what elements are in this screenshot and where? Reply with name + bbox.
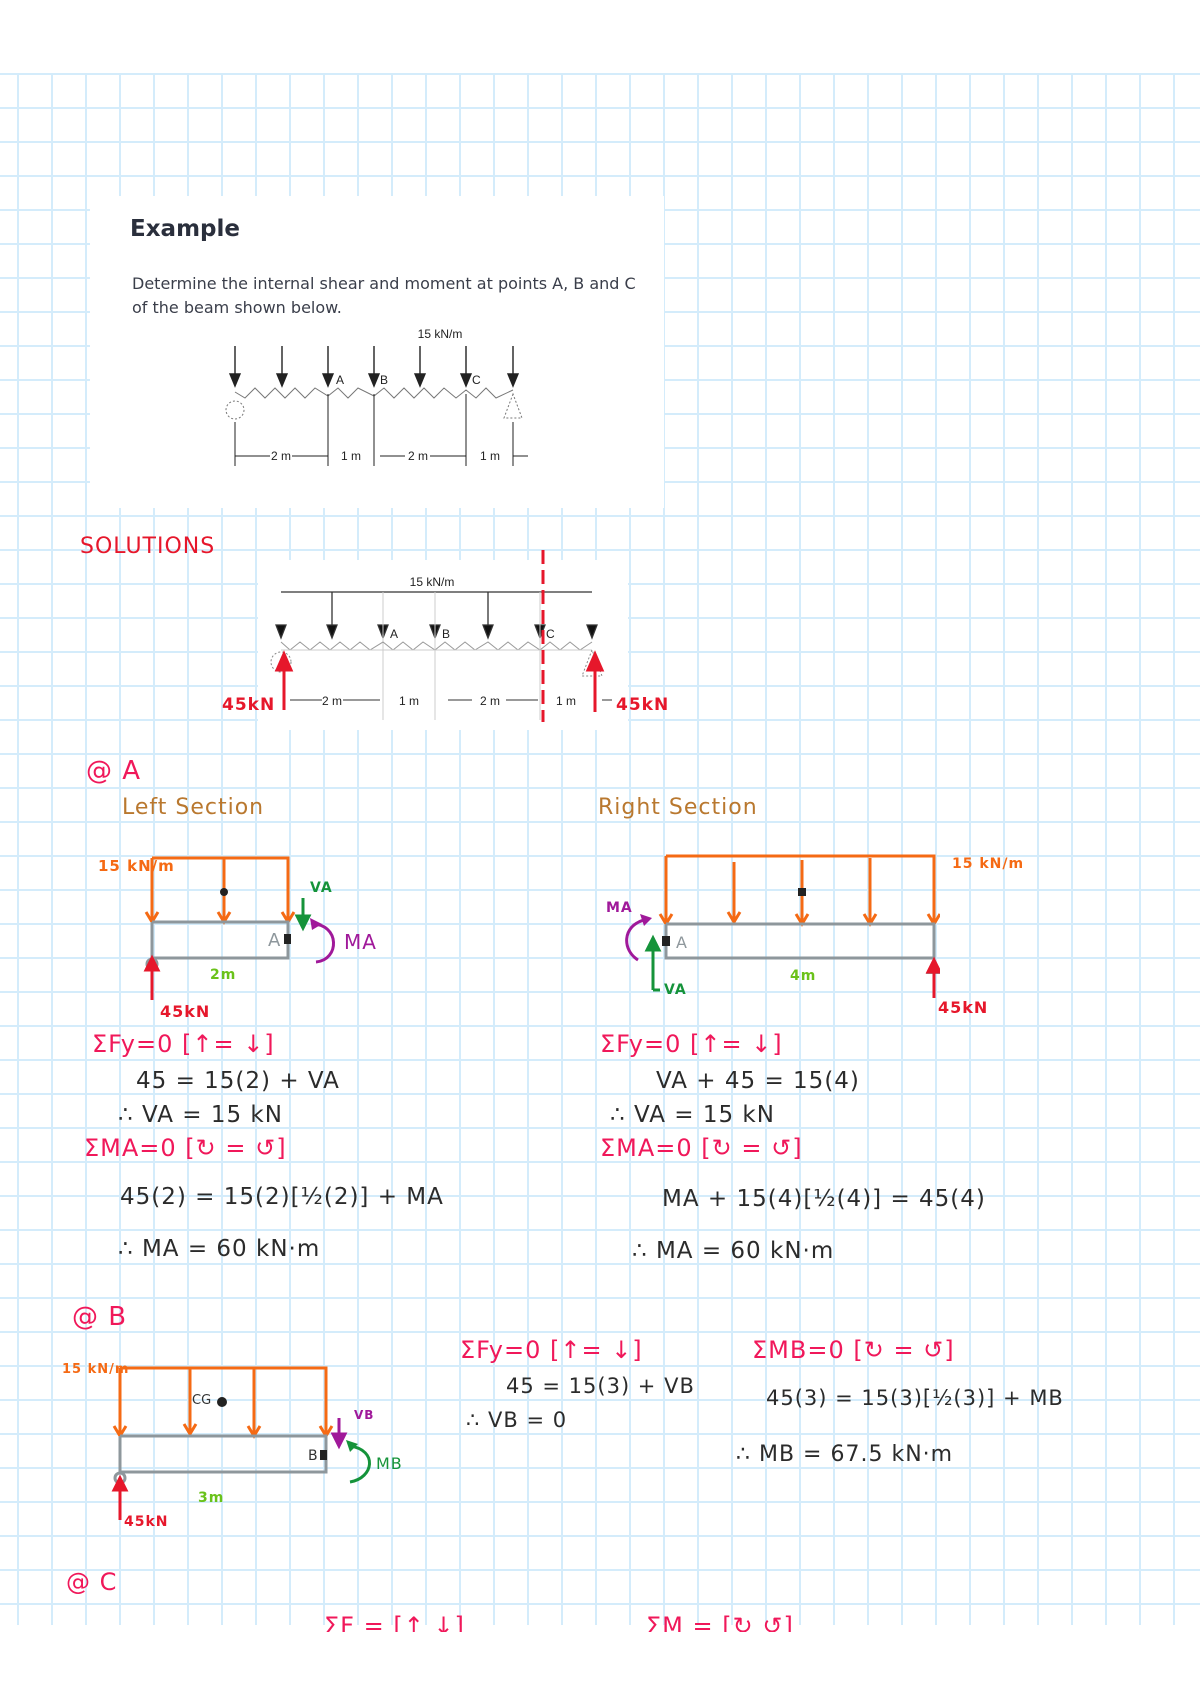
left-reaction-fbd-label: 45kN bbox=[160, 1002, 211, 1021]
svg-text:C: C bbox=[472, 373, 481, 387]
svg-text:A: A bbox=[268, 930, 281, 951]
right-result-m: ∴ MA = 60 kN·m bbox=[632, 1238, 835, 1264]
svg-text:B: B bbox=[380, 373, 388, 387]
right-section-title: Right Section bbox=[598, 795, 758, 820]
svg-text:1 m: 1 m bbox=[341, 449, 361, 463]
svg-text:A: A bbox=[676, 933, 687, 952]
svg-text:2 m: 2 m bbox=[271, 449, 291, 463]
problem-title: Example bbox=[130, 216, 240, 242]
b-eq-m: 45(3) = 15(3)[½(3)] + MB bbox=[766, 1386, 1064, 1410]
section-b-heading: @ B bbox=[72, 1302, 128, 1332]
right-result-v: ∴ VA = 15 kN bbox=[610, 1102, 775, 1128]
left-section-fbd: A bbox=[143, 856, 335, 1000]
right-length-label: 4m bbox=[790, 968, 817, 984]
right-eq-m: MA + 15(4)[½(4)] = 45(4) bbox=[662, 1186, 986, 1212]
right-shear-label: VA bbox=[664, 982, 687, 998]
svg-text:1 m: 1 m bbox=[480, 449, 500, 463]
left-section-title: Left Section bbox=[122, 795, 265, 820]
right-moment-label: MA bbox=[606, 900, 633, 916]
svg-text:A: A bbox=[336, 373, 344, 387]
svg-text:B: B bbox=[442, 627, 450, 641]
b-load-label: 15 kN/m bbox=[62, 1362, 130, 1377]
right-sum-fy: ΣFy=0 [↑= ↓] bbox=[600, 1030, 783, 1058]
b-result-m: ∴ MB = 67.5 kN·m bbox=[736, 1442, 954, 1467]
section-a-heading: @ A bbox=[86, 756, 142, 786]
left-length-label: 2m bbox=[210, 967, 237, 983]
left-eq-fy: 45 = 15(2) + VA bbox=[136, 1068, 340, 1094]
solutions-beam-diagram: 15 kN/m A B C 2 m 1 m 2 m 1 m bbox=[270, 550, 612, 722]
b-moment-label: MB bbox=[376, 1454, 403, 1473]
left-moment-label: MA bbox=[344, 930, 377, 954]
svg-text:C: C bbox=[546, 627, 555, 641]
section-c-heading: @ C bbox=[66, 1568, 118, 1596]
b-sum-m: ΣMB=0 [↻ = ↺] bbox=[752, 1336, 955, 1364]
right-section-fbd: A bbox=[625, 854, 940, 998]
left-result-m: ∴ MA = 60 kN·m bbox=[118, 1236, 321, 1262]
left-load-label: 15 kN/m bbox=[98, 857, 175, 875]
b-length-label: 3m bbox=[198, 1490, 225, 1506]
right-sum-m: ΣMA=0 [↻ = ↺] bbox=[600, 1134, 803, 1162]
right-reaction-fbd-label: 45kN bbox=[938, 998, 989, 1017]
left-sum-m: ΣMA=0 [↻ = ↺] bbox=[84, 1134, 287, 1162]
svg-text:1 m: 1 m bbox=[556, 694, 576, 708]
b-shear-label: VB bbox=[354, 1408, 375, 1422]
solutions-heading: SOLUTIONS bbox=[80, 534, 216, 559]
svg-text:CG: CG bbox=[192, 1393, 211, 1408]
section-c-sum-fy: ΣF = [↑ ↓] bbox=[324, 1612, 465, 1632]
b-section-fbd: CG B bbox=[111, 1366, 371, 1520]
b-eq-fy: 45 = 15(3) + VB bbox=[506, 1374, 695, 1398]
section-c-sum-m: ΣM = [↻ ↺] bbox=[646, 1612, 794, 1632]
svg-text:2 m: 2 m bbox=[408, 449, 428, 463]
section-c-clip: ΣF = [↑ ↓] ΣM = [↻ ↺] bbox=[0, 1612, 1200, 1632]
svg-text:2 m: 2 m bbox=[322, 694, 342, 708]
left-reaction-label: 45kN bbox=[222, 695, 276, 715]
svg-text:2 m: 2 m bbox=[480, 694, 500, 708]
problem-card: Example Determine the internal shear and… bbox=[90, 196, 664, 508]
svg-text:B: B bbox=[308, 1448, 318, 1464]
right-reaction-label: 45kN bbox=[616, 695, 670, 715]
svg-text:A: A bbox=[390, 627, 398, 641]
right-eq-fy: VA + 45 = 15(4) bbox=[656, 1068, 860, 1094]
b-sum-fy: ΣFy=0 [↑= ↓] bbox=[460, 1336, 643, 1364]
problem-beam-diagram: 15 kN/m A B C 2 m 1 bbox=[225, 327, 528, 466]
problem-statement: Determine the internal shear and moment … bbox=[132, 274, 636, 317]
left-sum-fy: ΣFy=0 [↑= ↓] bbox=[92, 1030, 275, 1058]
svg-text:1 m: 1 m bbox=[399, 694, 419, 708]
b-result-v: ∴ VB = 0 bbox=[466, 1408, 568, 1432]
left-shear-label: VA bbox=[310, 880, 333, 896]
b-reaction-label: 45kN bbox=[124, 1514, 169, 1530]
load-label: 15 kN/m bbox=[418, 327, 463, 341]
left-result-v: ∴ VA = 15 kN bbox=[118, 1102, 283, 1128]
right-load-label: 15 kN/m bbox=[952, 856, 1025, 872]
left-eq-m: 45(2) = 15(2)[½(2)] + MA bbox=[120, 1184, 444, 1210]
svg-text:15 kN/m: 15 kN/m bbox=[410, 575, 455, 589]
